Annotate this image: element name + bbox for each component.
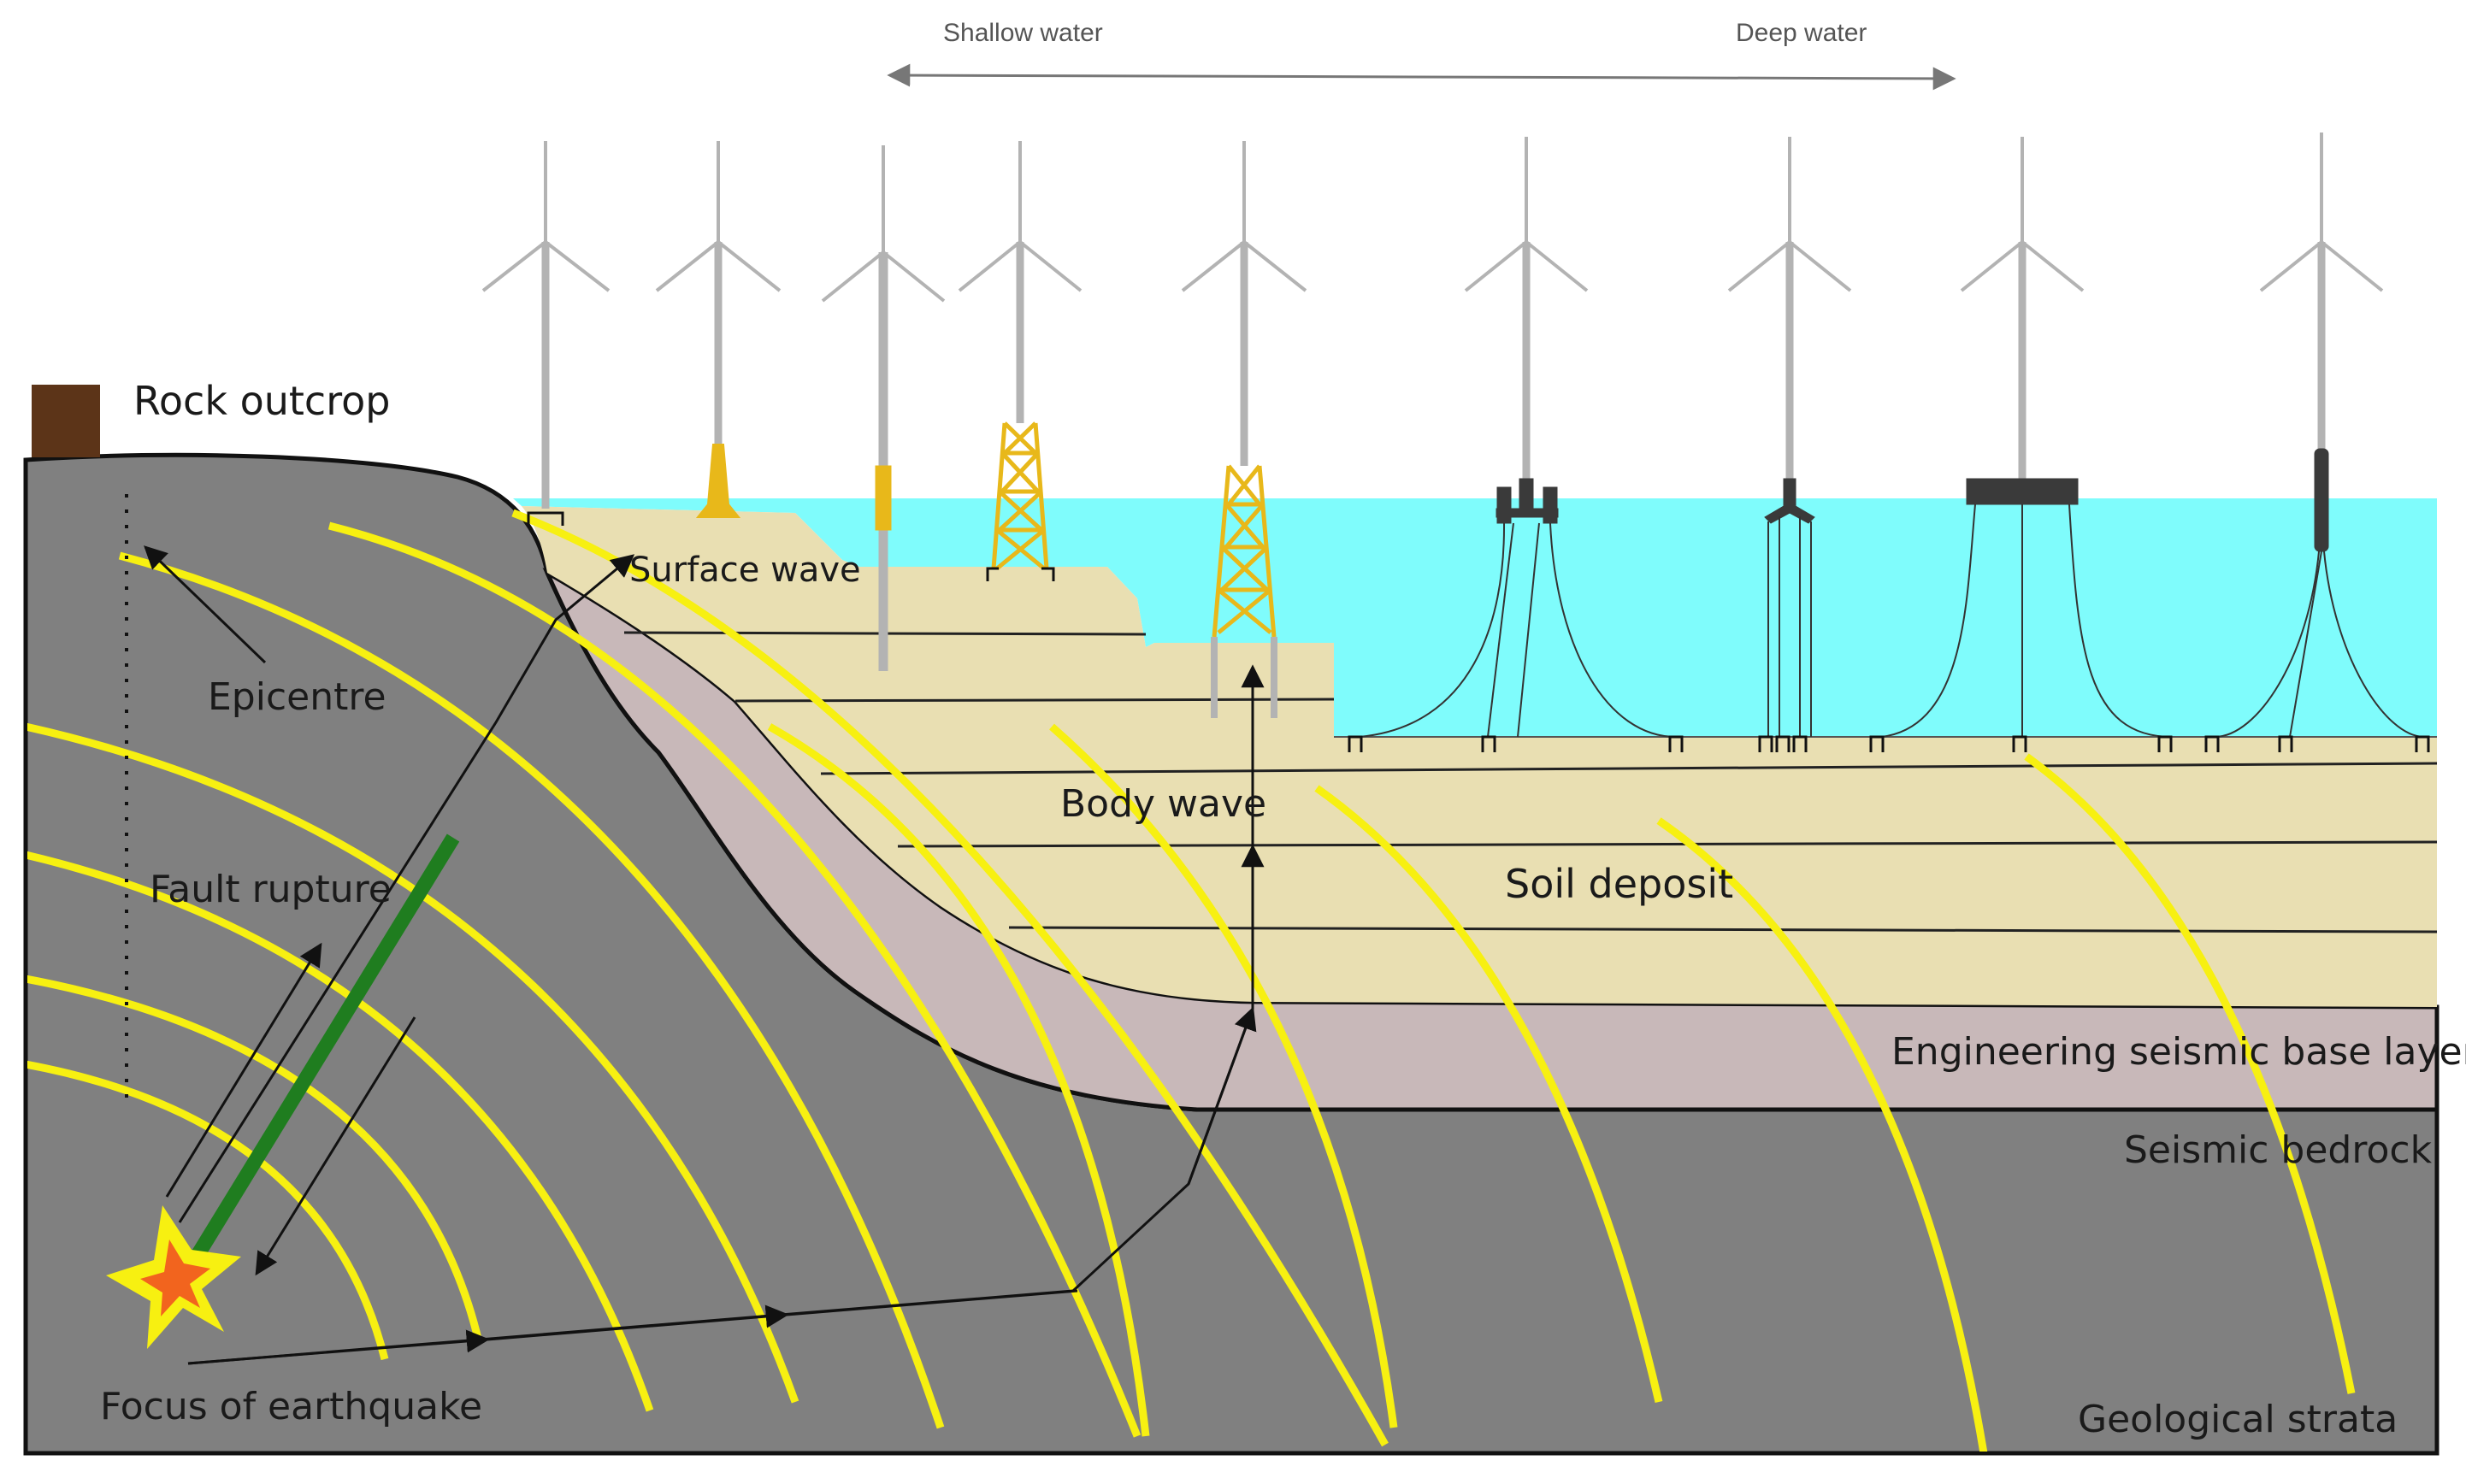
cross-section-frame (24, 460, 2439, 1455)
turbine-2-suction-bucket (655, 141, 782, 518)
ray-paths (178, 554, 1265, 1365)
body-wave-label: Body wave (1060, 782, 1266, 826)
water-depth-arrow (887, 63, 1956, 91)
fault-rupture-line (190, 833, 460, 1261)
fault-rupture-label: Fault rupture (150, 868, 392, 911)
engineering-seismic-base-layer-label: Engineering seismic base layer (1891, 1030, 2466, 1074)
seismic-wave-fronts (26, 509, 2356, 1453)
fault-arrow-up (165, 942, 322, 1198)
turbine-8-barge (1880, 137, 2173, 738)
turbine-3-monopile-transition (821, 145, 946, 671)
soil-deposit-label: Soil deposit (1505, 861, 1733, 907)
focus-star-inner (140, 1240, 210, 1316)
focus-of-earthquake-label: Focus of earthquake (100, 1385, 482, 1428)
deep-water-label: Deep water (1736, 19, 1867, 47)
turbine-1-monopile (481, 141, 611, 526)
turbine-7-tension-leg (1727, 137, 1852, 737)
seismic-bedrock-label: Seismic bedrock (2124, 1128, 2433, 1172)
turbine-4-jacket (958, 141, 1083, 581)
turbine-9-spar (2214, 132, 2425, 738)
surface-wave-label: Surface wave (629, 551, 861, 590)
wind-turbines (481, 132, 2425, 738)
epicentre-pointer (144, 545, 267, 664)
fault-arrow-down (255, 1016, 416, 1276)
geological-strata-label: Geological strata (2078, 1398, 2398, 1441)
epicentre-label: Epicentre (208, 675, 386, 719)
rock-outcrop-block (32, 385, 100, 457)
turbine-5-jacket-tall (1181, 141, 1307, 718)
turbine-6-semi-submersible (1359, 137, 1677, 738)
rock-outcrop-label: Rock outcrop (133, 378, 390, 424)
seabed-anchors (1348, 735, 2430, 752)
shallow-water-label: Shallow water (943, 19, 1103, 47)
